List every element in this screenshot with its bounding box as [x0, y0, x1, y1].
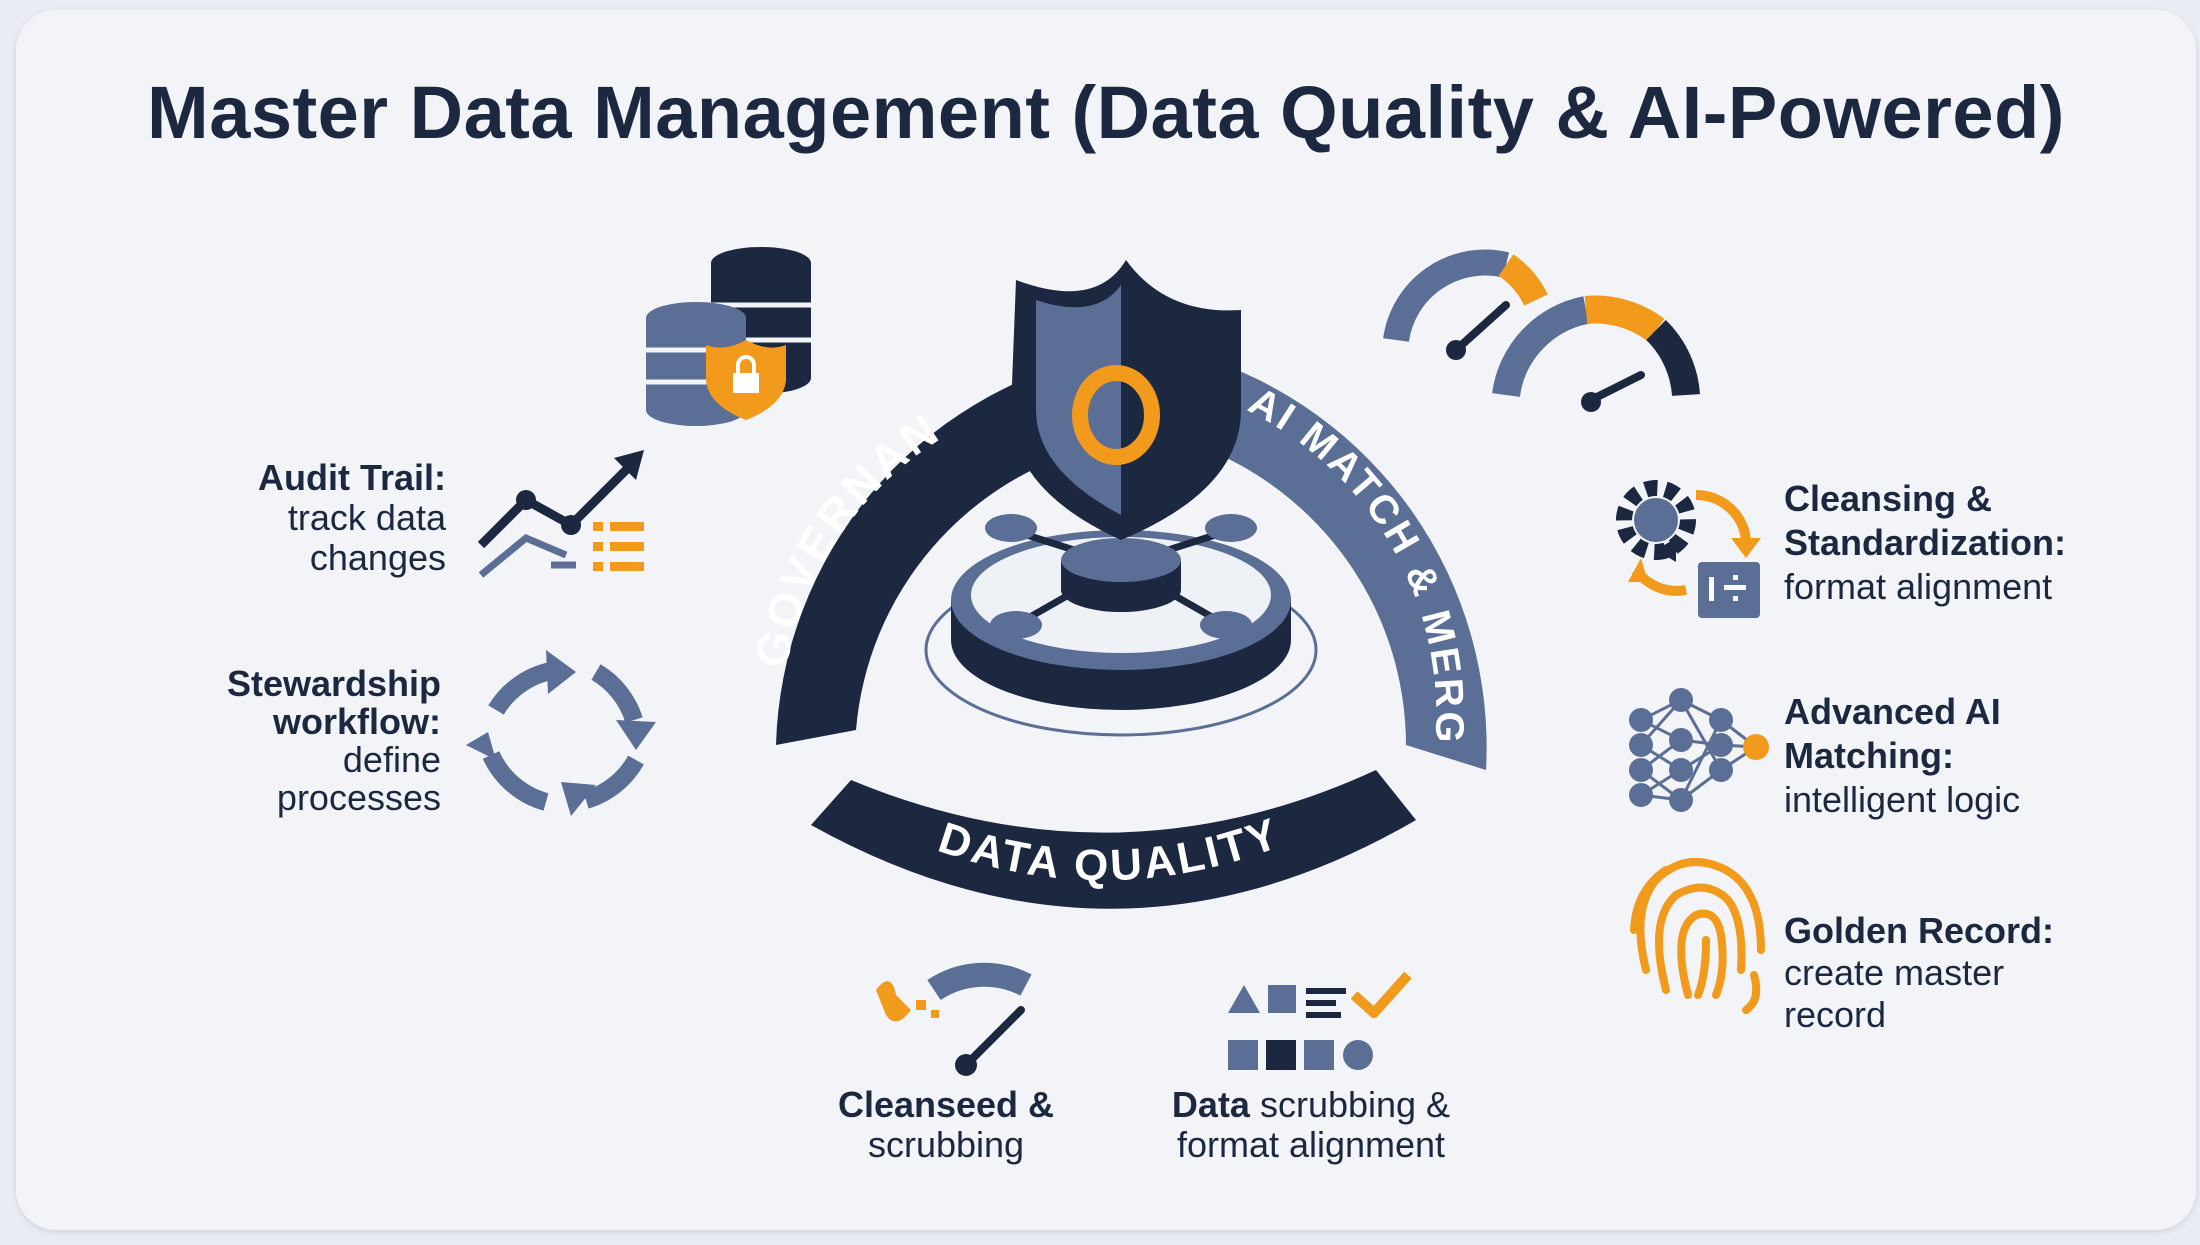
- shield-icon: [1011, 260, 1241, 540]
- golden-record-label: Golden Record: create master record: [1784, 910, 2174, 1036]
- golden-record-desc-2: record: [1784, 994, 1887, 1035]
- mdm-diagram: GOVERNANCE AI MATCH & MERGE DATA QUALITY: [16, 10, 1769, 1076]
- gauges-icon: [1383, 249, 1700, 412]
- neural-network-icon: [1629, 688, 1769, 812]
- cleansing-desc: format alignment: [1784, 566, 2053, 607]
- data-scrubbing-rest: scrubbing &: [1249, 1084, 1451, 1125]
- ai-matching-title-2: Matching:: [1784, 735, 1954, 776]
- data-scrubbing-bold: Data: [1171, 1084, 1250, 1125]
- list-icon: [593, 522, 644, 571]
- page-title: Master Data Management (Data Quality & A…: [147, 71, 2065, 154]
- stewardship-desc-1: define: [342, 739, 441, 780]
- fingerprint-icon: [1630, 858, 1765, 1014]
- shapes-checklist-icon: [1228, 971, 1412, 1070]
- cleansed-scrubbing-label: Cleanseed & scrubbing: [796, 1085, 1096, 1165]
- audit-trail-desc-1: track data: [287, 497, 446, 538]
- cleansed-desc: scrubbing: [867, 1124, 1025, 1165]
- trend-chart-icon: [477, 450, 644, 578]
- speed-gauge-icon: [876, 962, 1032, 1076]
- ai-matching-desc: intelligent logic: [1784, 779, 2021, 820]
- gear-cycle-icon: [1616, 480, 1761, 596]
- ai-matching-label: Advanced AI Matching: intelligent logic: [1784, 690, 2174, 822]
- audit-trail-desc-2: changes: [309, 537, 446, 578]
- ai-match-arc: [1196, 355, 1487, 770]
- stewardship-title-1: Stewardship: [226, 663, 441, 704]
- data-scrubbing-label: Data scrubbing & format alignment: [1126, 1085, 1496, 1165]
- data-scrubbing-desc: format alignment: [1176, 1124, 1446, 1165]
- refresh-cycle-icon: [466, 650, 656, 816]
- calculator-icon: [1698, 562, 1760, 618]
- stewardship-label: Stewardship workflow: define processes: [116, 665, 441, 817]
- audit-trail-title: Audit Trail:: [258, 457, 446, 498]
- ai-matching-title-1: Advanced AI: [1784, 691, 2001, 732]
- network-hub-icon: [985, 514, 1257, 639]
- cleansing-title-2: Standardization:: [1784, 522, 2067, 563]
- infographic-card: Master Data Management (Data Quality & A…: [16, 10, 2196, 1230]
- stewardship-desc-2: processes: [276, 777, 441, 818]
- cleansing-label: Cleansing & Standardization: format alig…: [1784, 477, 2174, 609]
- data-quality-arc: [811, 770, 1416, 909]
- stewardship-title-2: workflow:: [273, 701, 441, 742]
- database-lock-icon: [646, 247, 811, 426]
- audit-trail-label: Audit Trail: track data changes: [156, 458, 446, 578]
- cleansing-title-1: Cleansing &: [1784, 478, 1993, 519]
- golden-record-desc-1: create master: [1784, 952, 2005, 993]
- golden-record-title: Golden Record:: [1784, 910, 2055, 951]
- cleansed-title: Cleanseed &: [837, 1084, 1055, 1125]
